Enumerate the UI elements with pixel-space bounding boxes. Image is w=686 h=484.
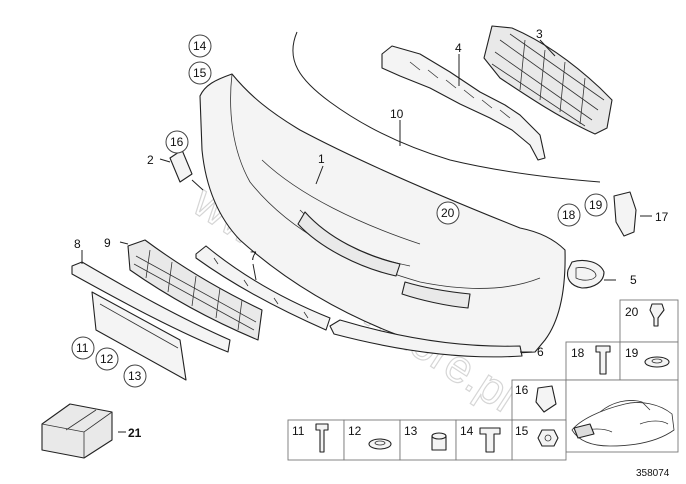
parts-box-21: [41, 403, 113, 459]
grille-insert-part-9: [127, 239, 263, 341]
bracket-part-17: [613, 191, 637, 237]
callout-21: 21: [128, 426, 142, 440]
callout-7: 7: [250, 249, 257, 263]
callout-20: 20: [441, 206, 455, 220]
legend-cell-11: 11: [292, 424, 305, 438]
tow-eye-cover-part-2: [169, 149, 204, 191]
callout-5: 5: [630, 273, 637, 287]
callout-15: 15: [193, 66, 207, 80]
bumper-cover-part-1: [199, 73, 566, 354]
callout-8: 8: [74, 237, 81, 251]
legend-cell-16: 16: [515, 383, 529, 397]
legend-cell-19: 19: [625, 346, 639, 360]
grille-part-3: [483, 25, 613, 135]
leader-lines: [81, 39, 652, 433]
callout-12: 12: [100, 352, 114, 366]
legend-cell-15: 15: [515, 424, 529, 438]
legend-cell-13: 13: [404, 424, 418, 438]
legend-cell-20: 20: [625, 305, 639, 319]
callouts-plain: 1 2 3 4 5 6 7 8 9 10 17 21: [74, 27, 669, 440]
legend-cell-18: 18: [571, 346, 585, 360]
callout-4: 4: [455, 41, 462, 55]
lower-lip-part-6: [329, 319, 523, 358]
callout-18: 18: [562, 208, 576, 222]
legend-cell-12: 12: [348, 424, 362, 438]
trim-frame-part-8: [71, 261, 231, 381]
bracket-part-4: [381, 45, 546, 161]
legend-grid-right: 20 18 19 16 15 11 12 13: [287, 299, 679, 461]
callout-17: 17: [655, 210, 669, 224]
callout-9: 9: [104, 236, 111, 250]
callout-14: 14: [193, 39, 207, 53]
callouts-circled: 14 15 16 20 18 19 11 12 13: [71, 34, 608, 388]
figure-number: 358074: [636, 468, 670, 479]
strip-part-7: [195, 245, 331, 331]
callout-1: 1: [318, 152, 325, 166]
callout-10: 10: [390, 107, 404, 121]
vehicle-thumbnail: [571, 400, 675, 447]
callout-3: 3: [536, 27, 543, 41]
callout-11: 11: [76, 341, 89, 355]
legend-cell-14: 14: [460, 424, 474, 438]
fog-light-trim-part-5: [566, 259, 605, 289]
callout-2: 2: [147, 153, 154, 167]
callout-19: 19: [589, 198, 603, 212]
callout-13: 13: [128, 369, 142, 383]
callout-6: 6: [537, 345, 544, 359]
hood-outline: [292, 31, 601, 183]
callout-16: 16: [170, 135, 184, 149]
